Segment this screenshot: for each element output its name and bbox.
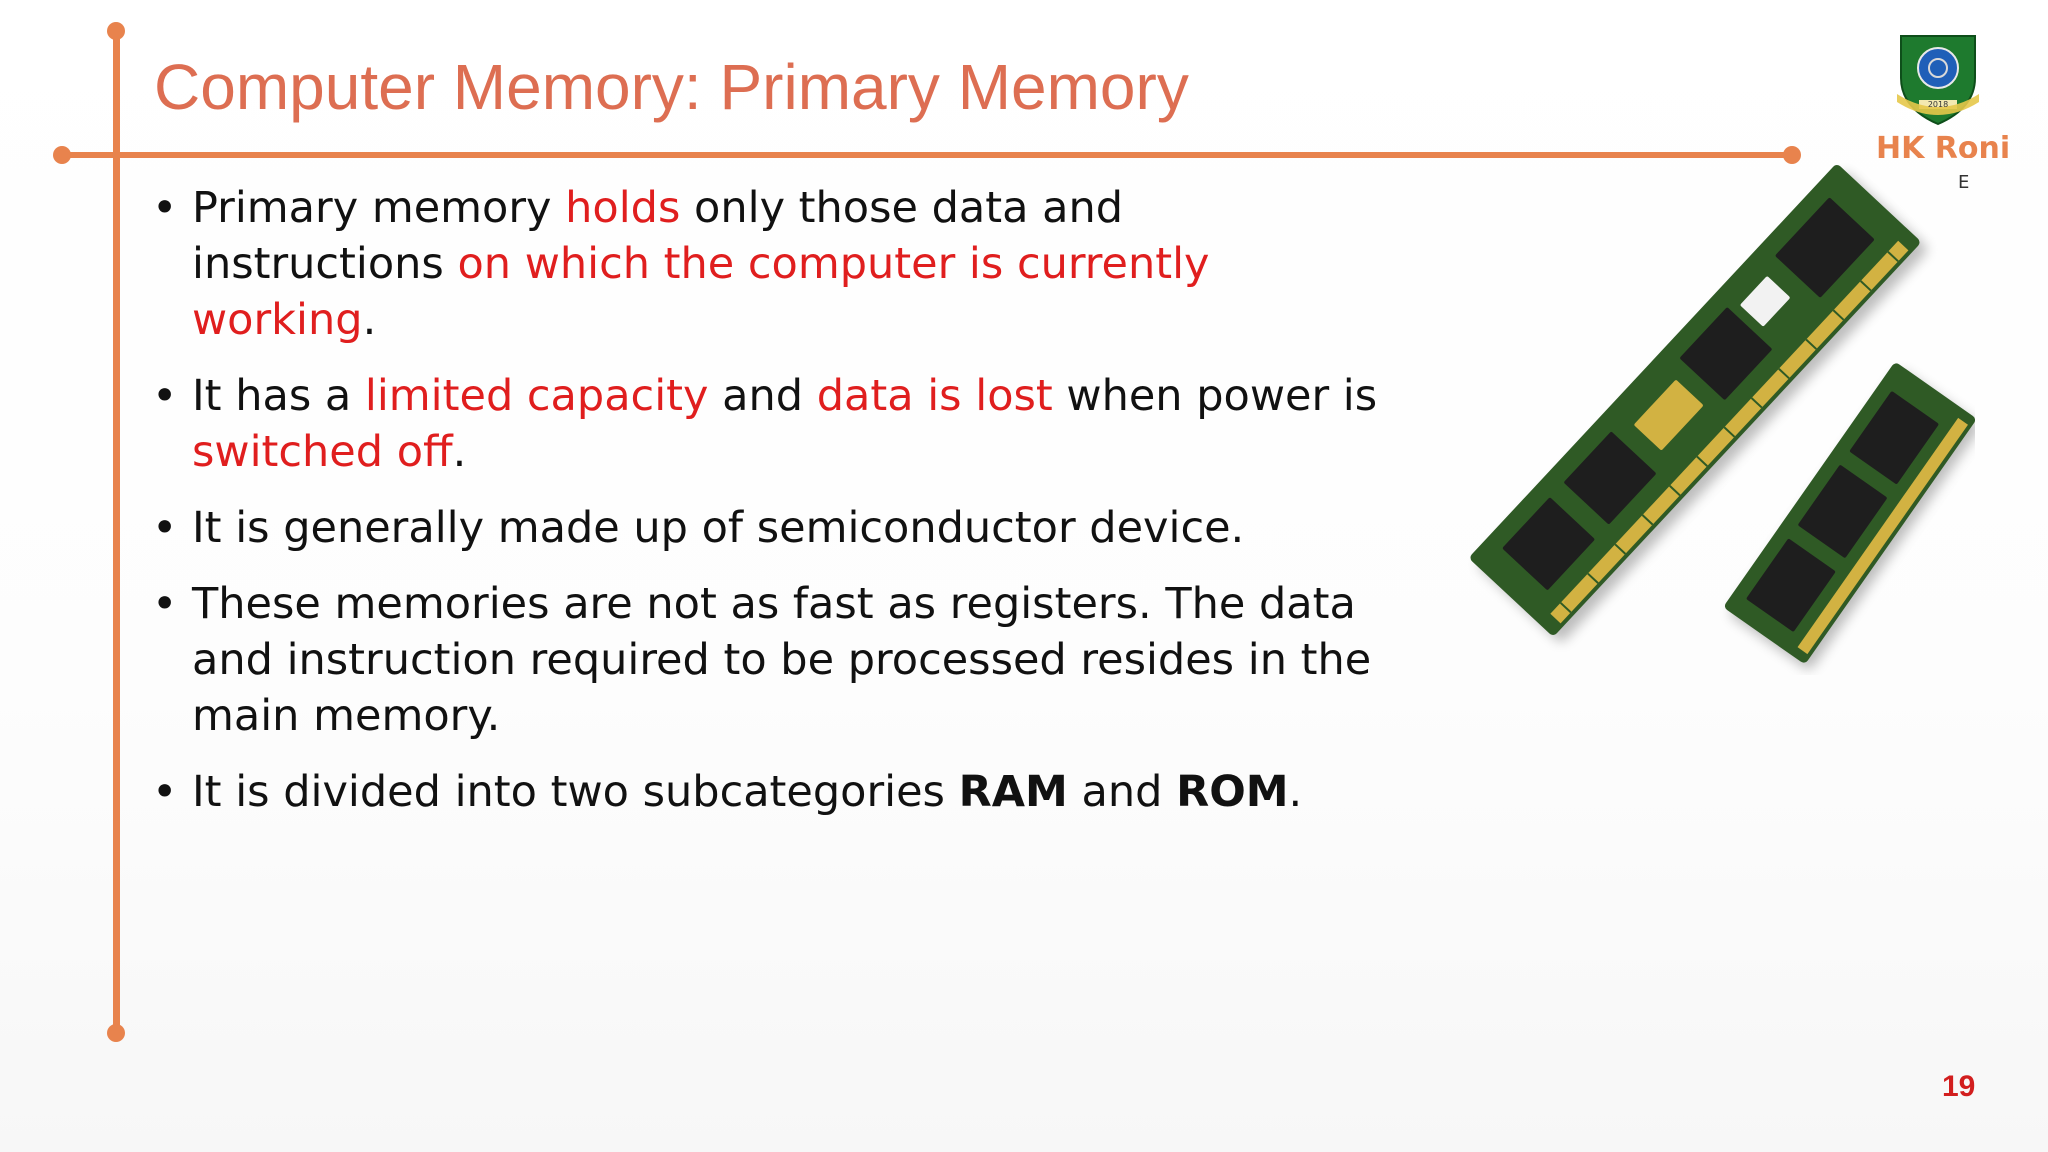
highlighted-text: on which the computer is currently worki… [192,239,1210,345]
bullet-text: and [708,371,817,421]
bullet-text: . [452,427,467,477]
horizontal-accent-line [60,152,1800,158]
horizontal-line-right-dot [1783,146,1801,164]
page-number: 19 [1942,1070,1976,1103]
bullet-text: It is generally made up of semiconductor… [192,503,1245,553]
bullet-point-icon: • [152,579,178,629]
highlighted-text: switched off [192,427,453,477]
highlighted-text: holds [565,183,681,233]
bullet-point-icon: • [152,371,178,421]
bullet-item: • Primary memory holds only those data an… [148,180,1378,348]
bullet-text: It is divided into two subcategories [192,767,959,817]
bullet-list: • Primary memory holds only those data an… [148,180,1378,840]
bullet-item: • It has a limited capacity and data is l… [148,368,1378,480]
bullet-point-icon: • [152,183,178,233]
slide-title: Computer Memory: Primary Memory [154,51,1189,123]
department-label: E [1958,172,1970,193]
university-seal-icon: 2018 [1897,35,1979,126]
bullet-text: and [1067,767,1177,817]
horizontal-line-left-dot [53,146,71,164]
bold-text: ROM [1176,767,1289,817]
vertical-accent-line [113,30,120,1033]
bullet-text: only those data and instructions [192,183,1124,289]
bullet-point-icon: • [152,767,178,817]
highlighted-text: data is lost [816,371,1053,421]
bullet-text: . [362,295,377,345]
logo-year: 2018 [1928,100,1948,109]
bullet-text: . [1288,767,1303,817]
bold-text: RAM [958,767,1068,817]
bullet-item: • It is divided into two subcategories RA… [148,764,1378,820]
bullet-point-icon: • [152,503,178,553]
bullet-text: These memories are not as fast as regist… [192,579,1372,741]
highlighted-text: limited capacity [364,371,709,421]
bullet-item: • It is generally made up of semiconducto… [148,500,1378,556]
vertical-line-top-dot [107,22,125,40]
author-name: HK Roni [1876,132,2011,158]
bullet-text: when power is [1052,371,1378,421]
ram-modules-image [1470,165,1975,670]
vertical-line-bottom-dot [107,1024,125,1042]
bullet-text: It has a [192,371,365,421]
bullet-text: Primary memory [192,183,566,233]
bullet-item: • These memories are not as fast as regis… [148,576,1378,744]
